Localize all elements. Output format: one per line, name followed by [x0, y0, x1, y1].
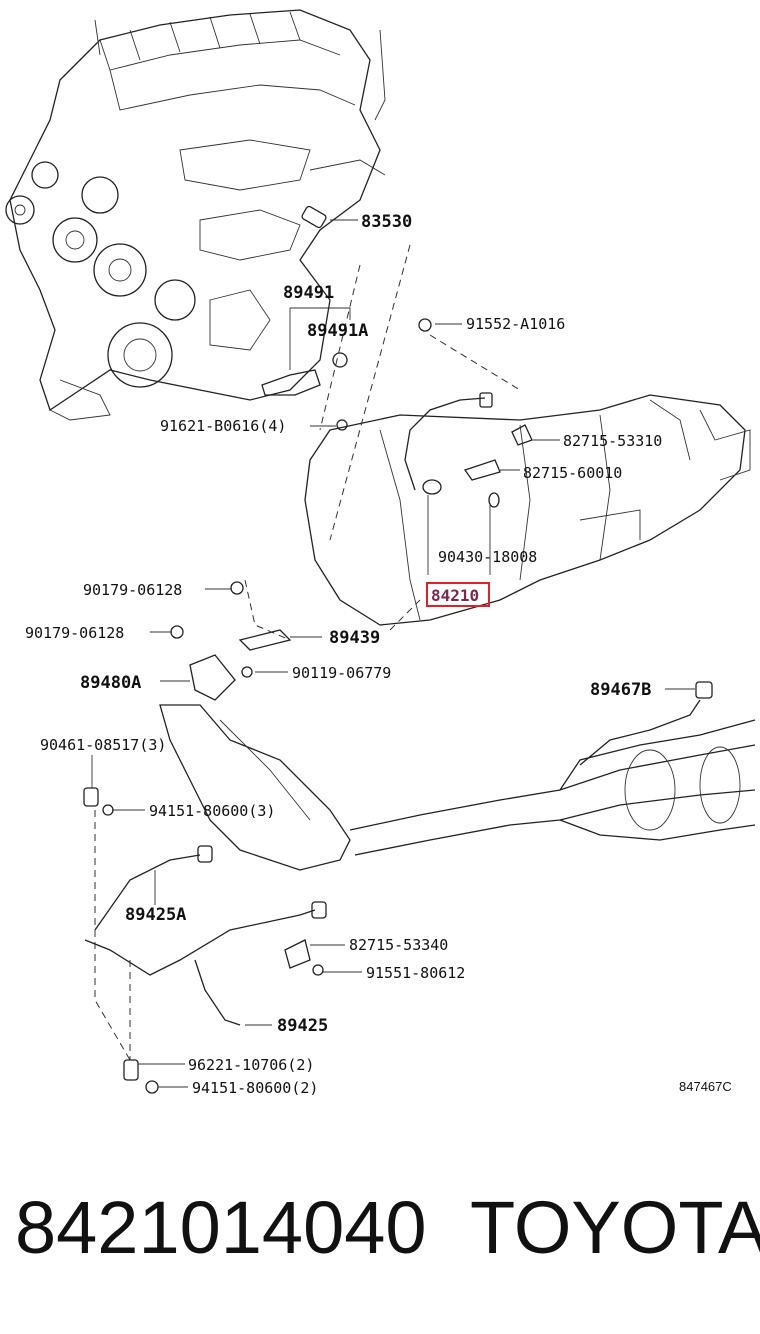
label-90461-08517: 90461-08517(3) — [40, 736, 166, 754]
label-91621-B0616: 91621-B0616(4) — [160, 417, 286, 435]
leader-lines — [91, 219, 695, 1088]
label-89425: 89425 — [277, 1016, 328, 1036]
label-91551-80612: 91551-80612 — [366, 964, 465, 982]
label-89480A: 89480A — [80, 673, 141, 693]
label-82715-60010: 82715-60010 — [523, 464, 622, 482]
engine-illustration — [5, 9, 386, 421]
label-90119-06779: 90119-06779 — [292, 664, 391, 682]
label-94151-80600-3: 94151-80600(3) — [149, 802, 275, 820]
label-82715-53340: 82715-53340 — [349, 936, 448, 954]
highlight-box-84210 — [426, 582, 490, 607]
part-labels: 83530 89491 89491A 91552-A1016 91621-B06… — [25, 212, 732, 1097]
label-89467B: 89467B — [590, 680, 651, 700]
fastener-icons — [83, 205, 533, 1094]
label-83530: 83530 — [361, 212, 412, 232]
label-90430-18008: 90430-18008 — [438, 548, 537, 566]
label-89439: 89439 — [329, 628, 380, 648]
label-89425A: 89425A — [125, 905, 186, 925]
brand-name: TOYOTA — [470, 1186, 760, 1269]
label-90179-06128-lower: 90179-06128 — [25, 624, 124, 642]
exhaust-illustration — [159, 704, 756, 871]
footer: 8421014040 TOYOTA — [0, 1185, 760, 1285]
oxygen-sensor-wires — [84, 681, 713, 1026]
label-96221-10706: 96221-10706(2) — [188, 1056, 314, 1074]
label-84210: 84210 — [431, 586, 479, 605]
label-94151-80600-2: 94151-80600(2) — [192, 1079, 318, 1097]
label-89491A: 89491A — [307, 321, 368, 341]
label-91552-A1016: 91552-A1016 — [466, 315, 565, 333]
parts-diagram: 83530 89491 89491A 91552-A1016 91621-B06… — [5, 9, 756, 1097]
label-90179-06128-upper: 90179-06128 — [83, 581, 182, 599]
diagram-code: 847467C — [679, 1079, 732, 1094]
part-number: 8421014040 — [15, 1186, 427, 1269]
transmission-illustration — [304, 392, 751, 626]
label-82715-53310: 82715-53310 — [563, 432, 662, 450]
label-89491: 89491 — [283, 283, 334, 303]
